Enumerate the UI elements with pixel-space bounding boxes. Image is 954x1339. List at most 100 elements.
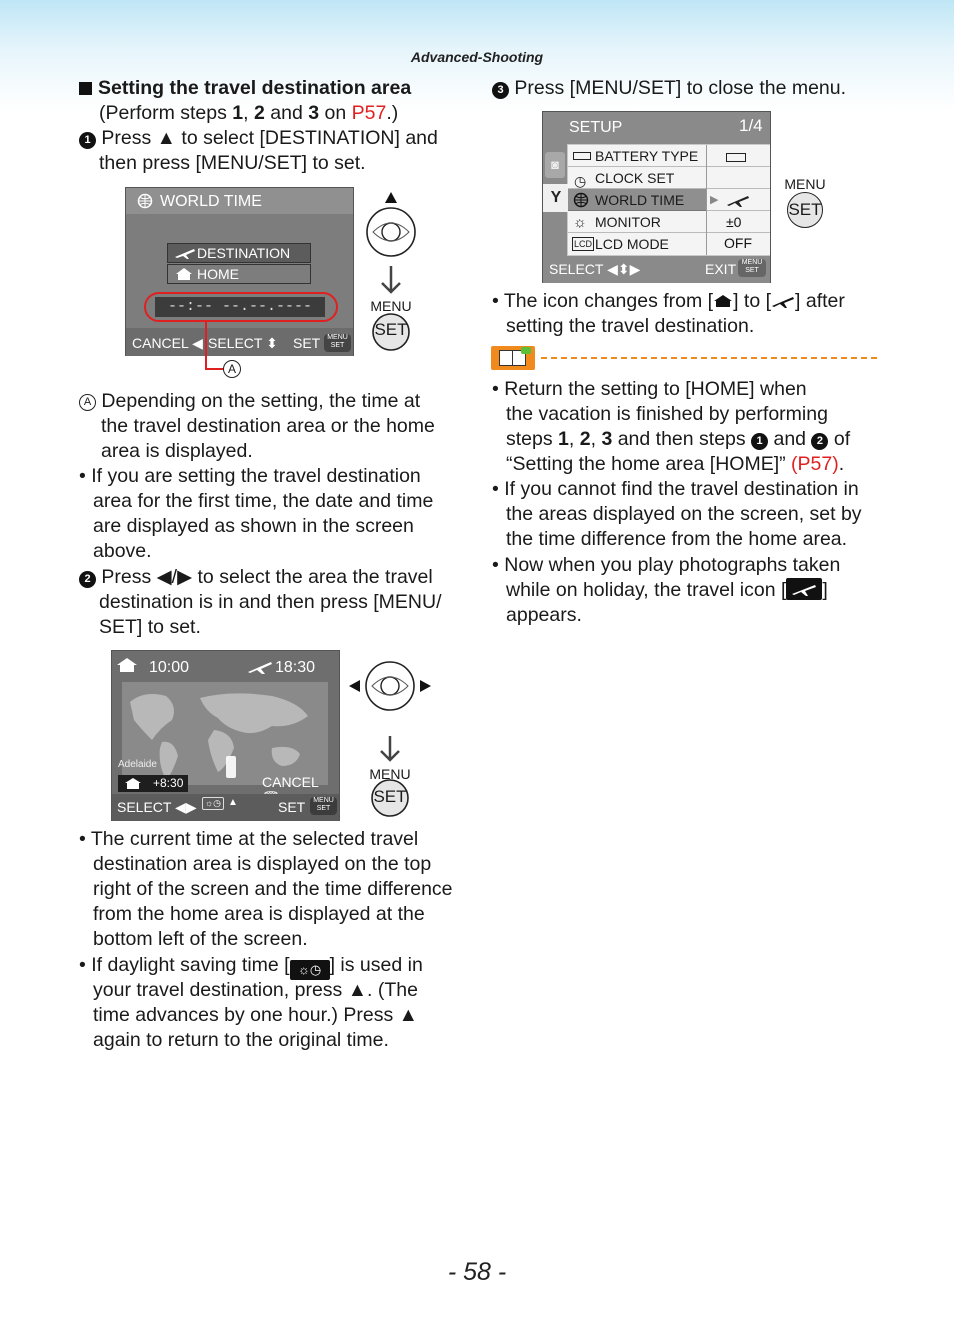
- menu-item-destination[interactable]: DESTINATION: [167, 243, 311, 263]
- setup-tab-icon[interactable]: Y: [543, 184, 569, 212]
- icon-change-line2: setting the travel destination.: [506, 315, 755, 337]
- bullet2-line5: bottom left of the screen.: [93, 928, 308, 950]
- step-marker-3: 3: [492, 82, 509, 100]
- bullet3-line4: again to return to the original time.: [93, 1029, 389, 1051]
- tip-bullet3-line1: • Now when you play photographs taken: [492, 554, 841, 576]
- step2-line1: 2 Press ◀/▶ to select the area the trave…: [79, 565, 433, 590]
- step2-line3: SET] to set.: [99, 616, 201, 638]
- monitor-value: ±0: [726, 214, 742, 230]
- travel-plane-icon: [786, 578, 823, 600]
- battery-value-icon: [726, 153, 746, 162]
- home-icon: [117, 658, 137, 672]
- bullet3-line3: time advances by one hour.) Press ▲: [93, 1004, 418, 1026]
- callout-a: A: [223, 360, 241, 378]
- tip-book-icon: [491, 346, 535, 370]
- bullet3-line1: • If daylight saving time [☼◷] is used i…: [79, 953, 423, 980]
- perform-steps: (Perform steps 1, 2 and 3 on P57.): [99, 102, 399, 124]
- time-placeholder: --:-- --.--.----: [155, 297, 325, 317]
- setup-screen: SETUP 1/4 ◙ Y BATTERY TYPE ◷ CLOCK SET W…: [542, 111, 771, 283]
- daylight-saving-icon: ☼◷: [289, 960, 330, 980]
- square-bullet-icon: [79, 82, 92, 95]
- pad-menu-label: MENU: [370, 298, 412, 314]
- exit-label: EXIT: [705, 261, 737, 277]
- step-marker-1: 1: [751, 433, 769, 451]
- tip-divider: [541, 357, 877, 359]
- bullet2-line3: right of the screen and the time differe…: [93, 878, 453, 900]
- clock-icon: ◷: [574, 173, 587, 189]
- step2-line2: destination is in and then press [MENU/: [99, 591, 442, 613]
- time-callout-ring: [144, 292, 338, 322]
- bullet1-line3: are displayed as shown in the screen: [93, 515, 414, 537]
- step3-line: 3 Press [MENU/SET] to close the menu.: [492, 76, 846, 101]
- menu-row-monitor[interactable]: ☼ MONITOR: [568, 211, 706, 233]
- note-a-line1: A Depending on the setting, the time at: [79, 389, 420, 414]
- setup-menu-list: BATTERY TYPE ◷ CLOCK SET WORLD TIME ☼ MO…: [568, 145, 770, 255]
- set-label: SET: [278, 799, 306, 815]
- home-icon: [125, 778, 141, 789]
- select-label: SELECT ⬍: [208, 335, 278, 351]
- bullet1-line4: above.: [93, 540, 152, 562]
- plane-icon: [248, 662, 272, 674]
- tip-bullet1-line4: “Setting the home area [HOME]” (P57).: [506, 453, 845, 475]
- header-band: [0, 0, 954, 110]
- battery-icon: [573, 152, 591, 160]
- page-link-p57[interactable]: (P57): [791, 453, 839, 475]
- lcd-icon: LCD: [572, 237, 595, 251]
- time-difference: +8:30: [118, 775, 188, 792]
- bullet2-line2: destination area is displayed on the top: [93, 853, 432, 875]
- note-a-line3: area is displayed.: [101, 440, 253, 462]
- control-pad-2: MENU SET: [346, 658, 434, 818]
- right-arrow-icon: ▶: [710, 194, 719, 206]
- set-label: SET: [293, 335, 321, 351]
- tip-bullet1-line3: steps 1, 2, 3 and then steps 1 and 2 of: [506, 428, 851, 451]
- step-marker-2: 2: [79, 571, 96, 589]
- world-map-screen: 10:00 18:30 Adelaide +8:30 CANCEL 🗑 SELE…: [111, 650, 340, 821]
- home-icon: [714, 295, 733, 307]
- tip-bullet2-line1: • If you cannot find the travel destinat…: [492, 478, 859, 500]
- tip-bullet3-line3: appears.: [506, 604, 582, 626]
- page-number: - 58 -: [447, 1258, 507, 1286]
- menu-row-world-time[interactable]: WORLD TIME: [568, 189, 706, 211]
- globe-icon: [137, 193, 153, 209]
- timezone-highlight: [226, 756, 236, 778]
- icon-change-line1: • The icon changes from [] to [] after: [492, 290, 845, 312]
- tip-bullet3-line2: while on holiday, the travel icon []: [506, 578, 828, 601]
- step1-line1: 1 Press ▲ to select [DESTINATION] and: [79, 126, 438, 151]
- lcd-mode-value: OFF: [724, 235, 752, 251]
- menu-row-lcd-mode[interactable]: LCD LCD MODE: [572, 236, 669, 252]
- set-button[interactable]: SET: [787, 192, 823, 228]
- page-link-p57[interactable]: P57: [351, 102, 387, 124]
- plane-icon: [772, 297, 795, 308]
- world-map[interactable]: [122, 682, 328, 785]
- home-icon: [176, 268, 192, 280]
- camera-tab-icon[interactable]: ◙: [545, 152, 565, 178]
- step-marker-2: 2: [811, 433, 829, 451]
- page-indicator: 1/4: [739, 116, 763, 135]
- cancel-label: CANCEL ◀: [132, 335, 203, 351]
- section-title: Advanced-Shooting: [410, 49, 544, 65]
- bullet2-line4: from the home area is displayed at the: [93, 903, 425, 925]
- world-time-screen: WORLD TIME DESTINATION HOME --:-- --.--.…: [125, 187, 354, 356]
- daylight-saving-icon: ☼◷: [202, 797, 224, 810]
- callout-line-h: [205, 368, 224, 370]
- plane-icon: [727, 196, 749, 207]
- menu-row-clock-set[interactable]: ◷ CLOCK SET: [568, 167, 706, 189]
- screen-title: WORLD TIME: [160, 193, 262, 210]
- plane-icon: [175, 249, 195, 259]
- menu-set-control: MENU SET: [778, 174, 832, 234]
- tip-bullet1-line2: the vacation is finished by performing: [506, 403, 828, 425]
- menu-item-home[interactable]: HOME: [167, 264, 311, 284]
- set-button[interactable]: SET: [374, 320, 408, 339]
- control-pad-1: MENU SET: [364, 188, 420, 358]
- sun-icon: ☼: [573, 214, 587, 231]
- bullet2-line1: • The current time at the selected trave…: [79, 828, 419, 850]
- city-label: Adelaide: [118, 759, 157, 770]
- bullet1-line1: • If you are setting the travel destinat…: [79, 465, 421, 487]
- set-button[interactable]: SET: [373, 787, 407, 806]
- step1-line2: then press [MENU/SET] to set.: [99, 152, 366, 174]
- step-marker-1: 1: [79, 132, 96, 150]
- menu-row-battery-type[interactable]: BATTERY TYPE: [568, 145, 706, 167]
